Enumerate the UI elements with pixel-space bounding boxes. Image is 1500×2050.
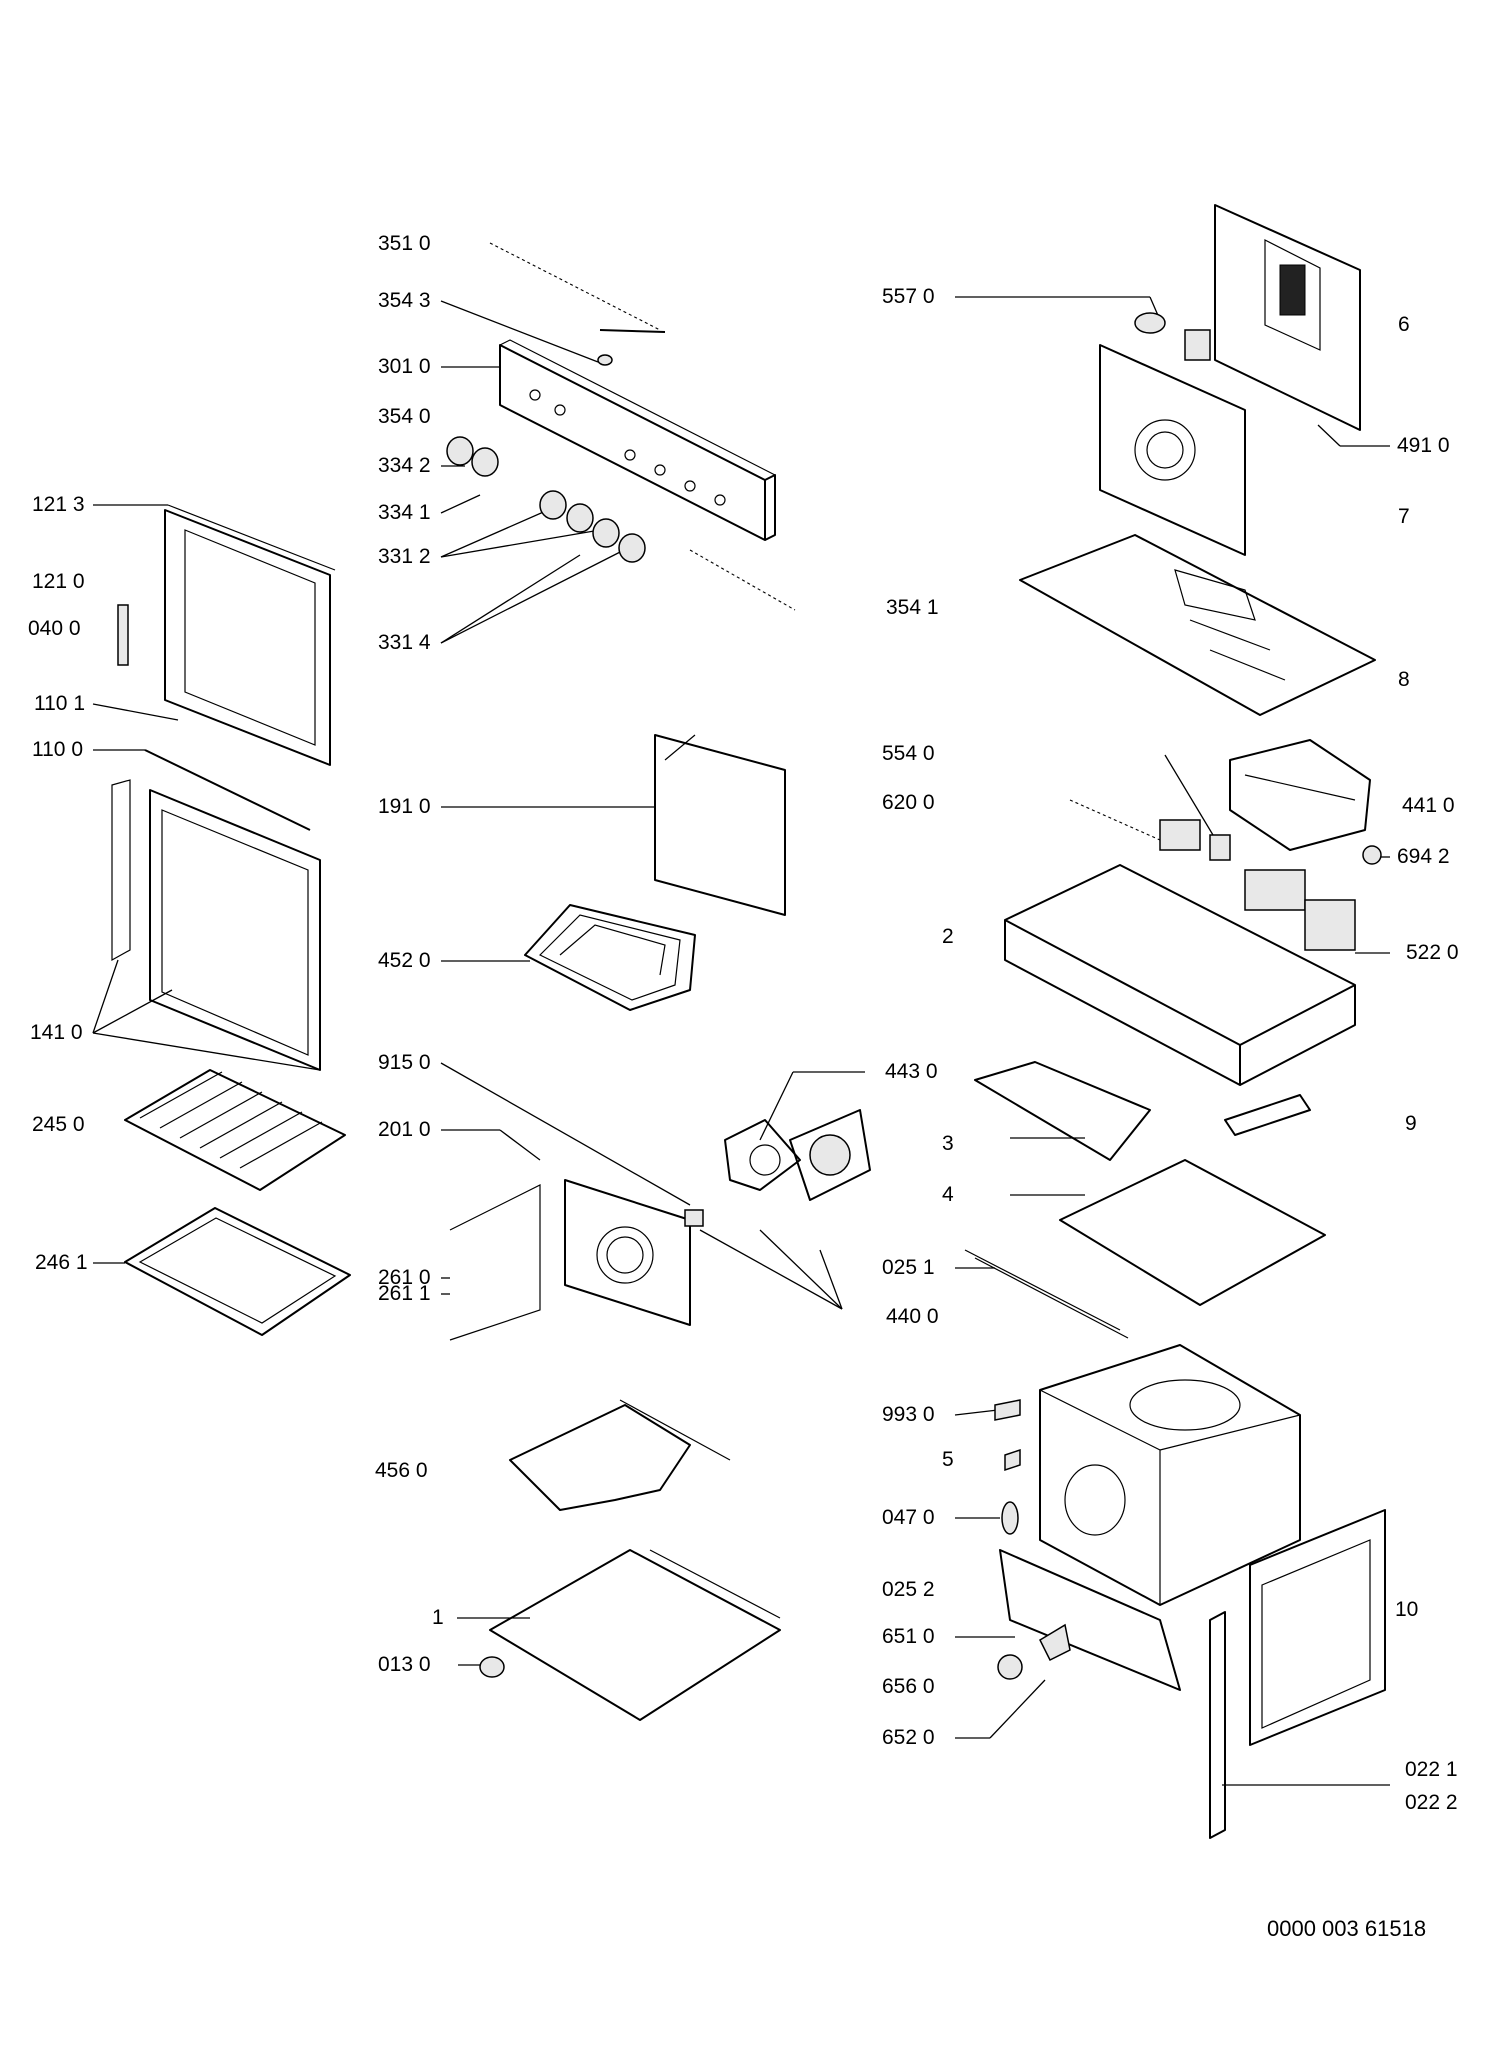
label-1: 1 [432, 1606, 444, 1629]
label-4: 4 [942, 1183, 954, 1206]
bottom-shelf-plate [964, 1159, 1326, 1339]
label-334-2: 334 2 [378, 454, 431, 477]
label-022-1: 022 1 [1405, 1758, 1458, 1781]
label-456-0: 456 0 [375, 1459, 428, 1482]
bottom-plate [479, 1549, 781, 1721]
label-2: 2 [942, 925, 954, 948]
door-glass-lower [111, 749, 321, 1071]
label-110-1: 110 1 [34, 692, 85, 715]
control-knobs [446, 329, 666, 563]
label-443-0: 443 0 [885, 1060, 938, 1083]
label-441-0: 441 0 [1402, 794, 1455, 817]
label-245-0: 245 0 [32, 1113, 85, 1136]
label-191-0: 191 0 [378, 795, 431, 818]
label-047-0: 047 0 [882, 1506, 935, 1529]
rear-panel [654, 734, 786, 916]
label-354-1: 354 1 [886, 596, 939, 619]
label-3: 3 [942, 1132, 954, 1155]
label-201-0: 201 0 [378, 1118, 431, 1141]
label-141-0: 141 0 [30, 1021, 83, 1044]
label-025-2: 025 2 [882, 1578, 935, 1601]
label-022-2: 022 2 [1405, 1791, 1458, 1814]
label-993-0: 993 0 [882, 1403, 935, 1426]
label-261-0: 261 0 [378, 1266, 431, 1289]
label-354-0: 354 0 [378, 405, 431, 428]
top-cover-plate [1019, 534, 1376, 716]
lower-heating-element [509, 1399, 731, 1511]
label-6: 6 [1398, 313, 1410, 336]
label-7: 7 [1398, 505, 1410, 528]
label-440-0: 440 0 [886, 1305, 939, 1328]
wire-shelf [124, 1069, 346, 1191]
label-013-0: 013 0 [378, 1653, 431, 1676]
label-040-0: 040 0 [28, 617, 81, 640]
label-557-0: 557 0 [882, 285, 935, 308]
grill-element [524, 904, 696, 1011]
door-frame-top [117, 504, 336, 766]
label-121-0: 121 0 [32, 570, 85, 593]
back-cover [1214, 204, 1361, 431]
control-panel [499, 339, 776, 541]
label-651-0: 651 0 [882, 1625, 935, 1648]
label-354-3: 354 3 [378, 289, 431, 312]
label-491-0: 491 0 [1397, 434, 1450, 457]
label-10: 10 [1395, 1598, 1418, 1621]
label-656-0: 656 0 [882, 1675, 935, 1698]
label-025-1: 025 1 [882, 1256, 935, 1279]
label-331-2: 331 2 [378, 545, 431, 568]
leader-lines [92, 242, 1390, 1786]
label-5: 5 [942, 1448, 954, 1471]
label-110-0: 110 0 [32, 738, 83, 761]
part-labels: 351 0 354 3 301 0 354 0 334 2 334 1 331 … [28, 232, 1459, 1941]
label-331-4: 331 4 [378, 631, 431, 654]
label-351-0: 351 0 [378, 232, 431, 255]
baking-tray [124, 1207, 351, 1336]
label-915-0: 915 0 [378, 1051, 431, 1074]
label-261-1: 261 1 [378, 1282, 431, 1305]
label-8: 8 [1398, 668, 1410, 691]
label-522-0: 522 0 [1406, 941, 1459, 964]
fan-blade-motor [684, 1109, 871, 1227]
label-452-0: 452 0 [378, 949, 431, 972]
label-246-1: 246 1 [35, 1251, 88, 1274]
label-554-0: 554 0 [882, 742, 935, 765]
label-694-2: 694 2 [1397, 845, 1450, 868]
oven-cavity [994, 1344, 1301, 1691]
label-620-0: 620 0 [882, 791, 935, 814]
label-652-0: 652 0 [882, 1726, 935, 1749]
oven-door-front [1209, 1509, 1386, 1839]
label-9: 9 [1405, 1112, 1417, 1135]
hinge-and-knob-parts [997, 1623, 1071, 1680]
cooling-fan-motor [1229, 739, 1382, 865]
control-housing [1004, 819, 1356, 1086]
label-334-1: 334 1 [378, 501, 431, 524]
fan-housing [449, 1179, 691, 1341]
drawing-number: 0000 003 61518 [1267, 1916, 1426, 1941]
rail-bracket [974, 1061, 1311, 1161]
label-301-0: 301 0 [378, 355, 431, 378]
label-121-3: 121 3 [32, 493, 85, 516]
rear-wall-with-fan-opening [1099, 312, 1246, 556]
